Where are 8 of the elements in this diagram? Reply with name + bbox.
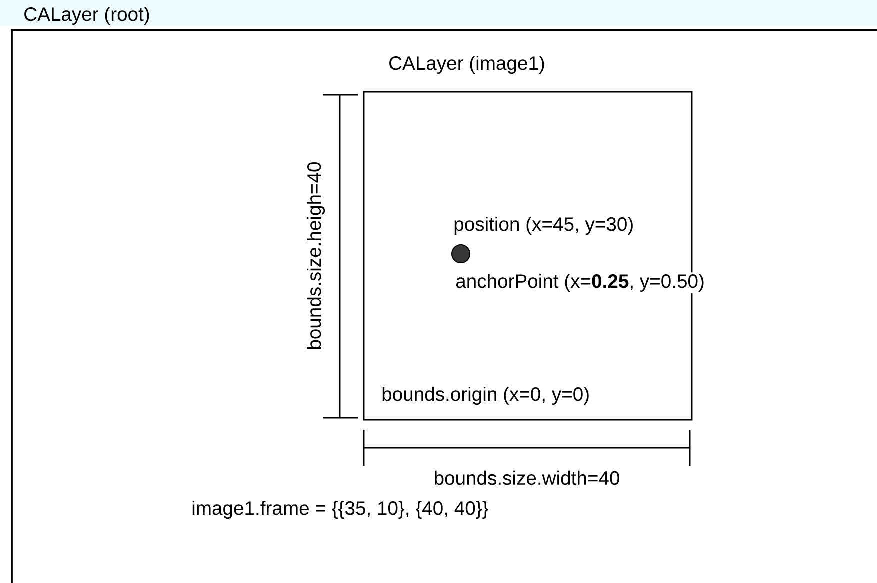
anchor-point-label: anchorPoint (x=0.25, y=0.50) [454, 272, 706, 294]
layer-heading: CALayer (root) [24, 7, 150, 26]
origin-label: bounds.origin (x=0, y=0) [382, 387, 589, 406]
frame-label: image1.frame = {{35, 10}, {40, 40}} [190, 500, 490, 520]
position-label: position (x=45, y=30) [452, 216, 636, 236]
dimension-label: bounds.size.width=40 [432, 470, 622, 486]
dimension-label: bounds.size.heigh=40 [306, 160, 326, 352]
layer-heading: CALayer (image1) [390, 56, 544, 74]
